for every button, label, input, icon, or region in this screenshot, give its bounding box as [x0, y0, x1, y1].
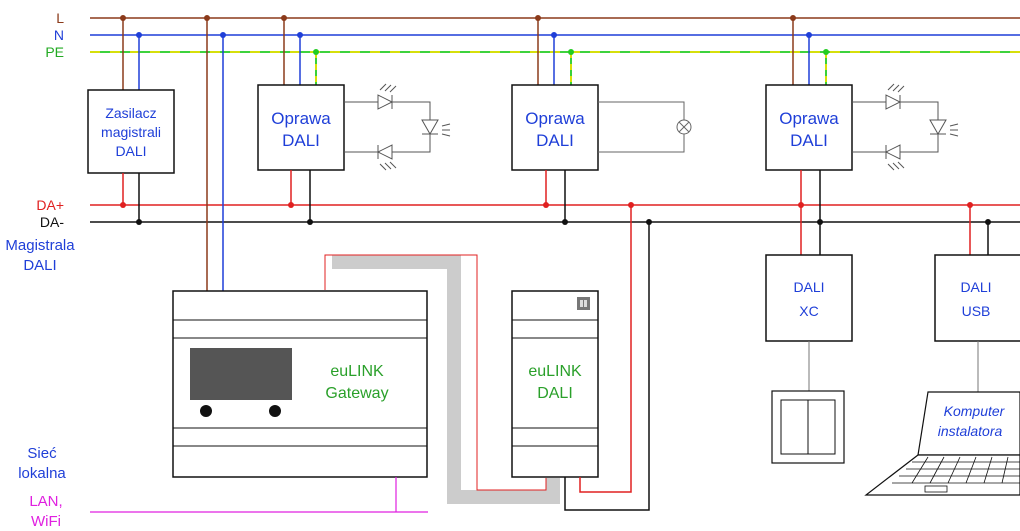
junction — [646, 219, 652, 225]
komputer-label-1: Komputer — [944, 403, 1006, 419]
junction — [204, 15, 210, 21]
junction — [136, 32, 142, 38]
zasilacz-box — [87, 89, 175, 174]
junction — [220, 32, 226, 38]
label-siec: Sieć — [27, 445, 57, 462]
junction — [823, 49, 829, 55]
label-magistrala: Magistrala — [5, 237, 75, 254]
gateway-button-left — [200, 405, 212, 417]
junction — [551, 32, 557, 38]
eulink-dali-DA-plus-wire — [579, 205, 632, 493]
zasilacz-label-2: magistrali — [101, 124, 161, 140]
eulink-dali-label-2: DALI — [537, 385, 573, 402]
dip-switch-icon — [584, 300, 587, 307]
dali-usb-label-1: DALI — [960, 279, 991, 295]
gateway-button-right — [269, 405, 281, 417]
oprawa1-label-1: Oprawa — [271, 109, 331, 128]
junction — [817, 219, 823, 225]
oprawa3-box — [765, 84, 853, 171]
junction — [120, 202, 126, 208]
eulink-dali-DA-minus-wire — [564, 222, 650, 511]
junction — [307, 219, 313, 225]
junction — [790, 15, 796, 21]
eulink-dali-label-1: euLINK — [528, 363, 582, 380]
dali-usb-box — [934, 254, 1020, 342]
junction — [985, 219, 991, 225]
oprawa2-label-2: DALI — [536, 131, 574, 150]
junction — [568, 49, 574, 55]
oprawa2-box — [511, 84, 599, 171]
oprawa1-label-2: DALI — [282, 131, 320, 150]
dali-xc-label-1: DALI — [793, 279, 824, 295]
oprawa2-label-1: Oprawa — [525, 109, 585, 128]
junction — [120, 15, 126, 21]
oprawa3-label-2: DALI — [790, 131, 828, 150]
junction — [798, 202, 804, 208]
dali-xc-label-2: XC — [799, 303, 818, 319]
label-L: L — [56, 10, 64, 26]
label-DA-minus: DA- — [40, 214, 64, 230]
junction — [967, 202, 973, 208]
zasilacz-label-3: DALI — [115, 143, 146, 159]
junction — [628, 202, 634, 208]
gateway-label-1: euLINK — [330, 363, 384, 380]
junction — [535, 15, 541, 21]
junction — [136, 219, 142, 225]
dip-switch-icon — [580, 300, 583, 307]
komputer-label-2: instalatora — [938, 423, 1003, 439]
label-magistrala-dali: DALI — [23, 257, 56, 274]
eulink-dali-box — [511, 290, 599, 478]
junction — [313, 49, 319, 55]
oprawa1-box — [257, 84, 345, 171]
label-DA-plus: DA+ — [36, 197, 64, 213]
junction — [297, 32, 303, 38]
dali-usb-label-2: USB — [962, 303, 991, 319]
label-lan: LAN, — [29, 493, 62, 510]
dip-switch-icon — [577, 297, 590, 310]
led-circuit-2 — [852, 83, 959, 171]
junction — [543, 202, 549, 208]
connection-cable-redline — [324, 254, 547, 491]
junction — [281, 15, 287, 21]
oprawa3-label-1: Oprawa — [779, 109, 839, 128]
label-lokalna: lokalna — [18, 465, 66, 482]
connection-cable — [332, 255, 560, 504]
junction — [562, 219, 568, 225]
led-circuit-1 — [344, 83, 451, 171]
gateway-label-2: Gateway — [325, 385, 388, 402]
lamp-circuit — [598, 101, 692, 153]
gateway-display — [190, 348, 292, 400]
junction — [288, 202, 294, 208]
junction — [806, 32, 812, 38]
label-PE: PE — [45, 44, 64, 60]
laptop-icon — [864, 391, 1020, 496]
label-wifi: WiFi — [31, 513, 61, 530]
zasilacz-label-1: Zasilacz — [105, 105, 156, 121]
label-N: N — [54, 27, 64, 43]
dali-xc-box — [765, 254, 853, 342]
